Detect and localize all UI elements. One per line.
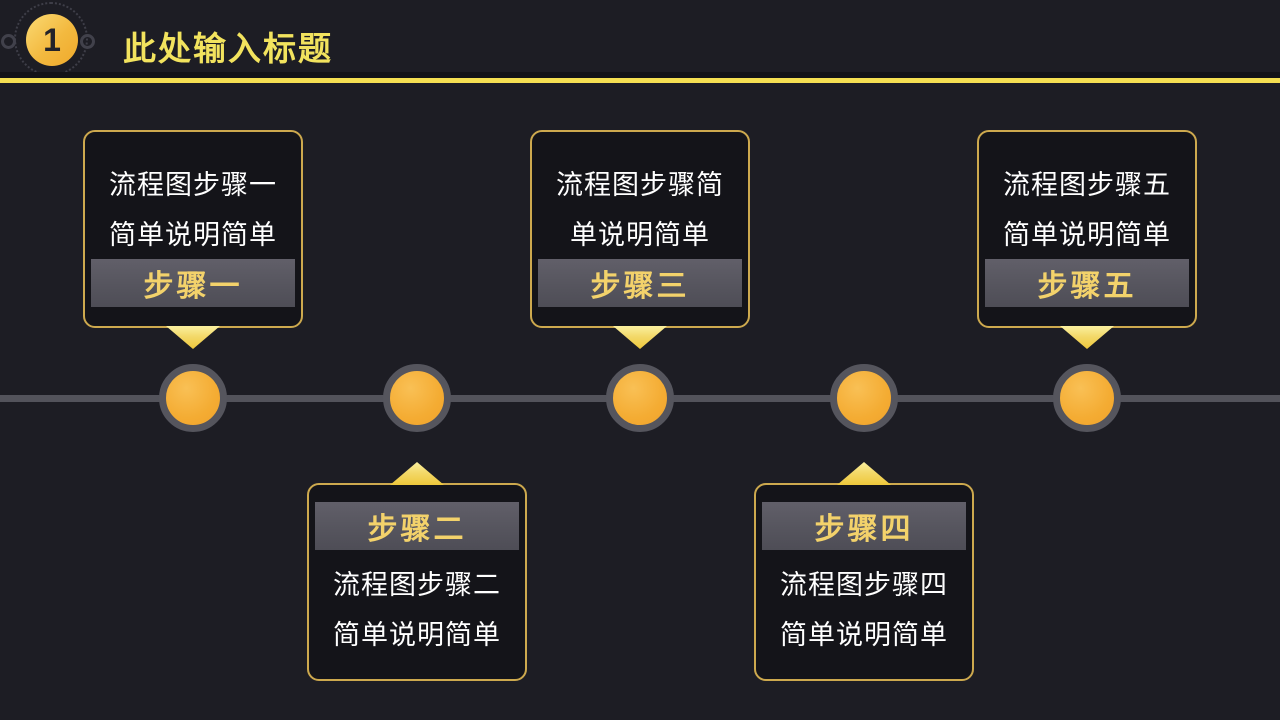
- timeline-node-5: [1053, 364, 1121, 432]
- step-card-1: 流程图步骤一 简单说明简单 步骤一: [83, 130, 303, 328]
- timeline-node-2: [383, 364, 451, 432]
- step-2-line2: 简单说明简单: [333, 620, 501, 650]
- step-4-pointer-triangle: [837, 462, 891, 485]
- step-5-pointer-triangle: [1060, 326, 1114, 349]
- step-3-description: 流程图步骤简 单说明简单: [532, 160, 748, 260]
- header-divider-shadow: [0, 72, 1280, 78]
- section-number-badge: 1: [26, 14, 78, 66]
- step-card-2: 步骤二 流程图步骤二 简单说明简单: [307, 483, 527, 681]
- step-2-badge: 步骤二: [315, 502, 519, 550]
- left-ring-decoration: [1, 34, 16, 49]
- step-4-line2: 简单说明简单: [780, 620, 948, 650]
- step-5-badge-label: 步骤五: [1037, 270, 1137, 303]
- step-card-4: 步骤四 流程图步骤四 简单说明简单: [754, 483, 974, 681]
- step-card-3: 流程图步骤简 单说明简单 步骤三: [530, 130, 750, 328]
- timeline-node-1: [159, 364, 227, 432]
- step-3-badge: 步骤三: [538, 259, 742, 307]
- step-2-description: 流程图步骤二 简单说明简单: [309, 560, 525, 660]
- step-3-line2: 单说明简单: [570, 220, 710, 250]
- section-number: 1: [43, 21, 61, 58]
- step-4-description: 流程图步骤四 简单说明简单: [756, 560, 972, 660]
- step-5-line2: 简单说明简单: [1003, 220, 1171, 250]
- step-5-badge: 步骤五: [985, 259, 1189, 307]
- right-ring-decoration: [80, 34, 95, 49]
- step-2-line1: 流程图步骤二: [333, 570, 501, 600]
- page-title: 此处输入标题: [123, 30, 333, 67]
- header-divider-line: [0, 78, 1280, 83]
- step-4-line1: 流程图步骤四: [780, 570, 948, 600]
- step-1-pointer-triangle: [166, 326, 220, 349]
- timeline-node-3: [606, 364, 674, 432]
- step-5-line1: 流程图步骤五: [1003, 170, 1171, 200]
- step-card-5: 流程图步骤五 简单说明简单 步骤五: [977, 130, 1197, 328]
- step-4-badge-label: 步骤四: [814, 513, 914, 546]
- step-3-line1: 流程图步骤简: [556, 170, 724, 200]
- step-3-pointer-triangle: [613, 326, 667, 349]
- step-5-description: 流程图步骤五 简单说明简单: [979, 160, 1195, 260]
- step-1-badge-label: 步骤一: [143, 270, 243, 303]
- step-3-badge-label: 步骤三: [590, 270, 690, 303]
- timeline-node-4: [830, 364, 898, 432]
- step-2-pointer-triangle: [390, 462, 444, 485]
- step-1-line2: 简单说明简单: [109, 220, 277, 250]
- step-1-badge: 步骤一: [91, 259, 295, 307]
- step-1-line1: 流程图步骤一: [109, 170, 277, 200]
- step-1-description: 流程图步骤一 简单说明简单: [85, 160, 301, 260]
- step-2-badge-label: 步骤二: [367, 513, 467, 546]
- step-4-badge: 步骤四: [762, 502, 966, 550]
